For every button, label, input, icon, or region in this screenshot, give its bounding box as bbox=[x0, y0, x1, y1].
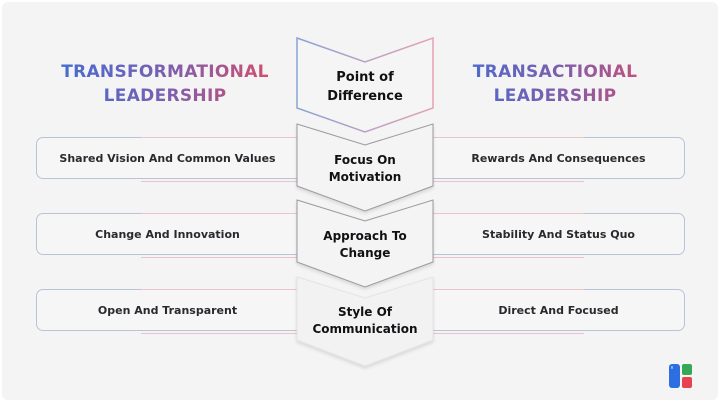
label-line: Focus On bbox=[334, 153, 396, 167]
item-label: Stability And Status Quo bbox=[482, 227, 635, 241]
approach-to-change-label: Approach To Change bbox=[297, 228, 433, 262]
chevron-point-of-difference bbox=[296, 36, 434, 133]
label-line: Change bbox=[339, 246, 391, 260]
item-label: Direct And Focused bbox=[498, 303, 619, 317]
transactional-item-1: Rewards And Consequences bbox=[433, 136, 685, 182]
label-line: Point of bbox=[336, 70, 394, 85]
label-line: Approach To bbox=[323, 229, 407, 243]
label-line: Difference bbox=[327, 89, 403, 104]
chevron-style-of-communication bbox=[296, 276, 434, 367]
transactional-item-2: Stability And Status Quo bbox=[433, 212, 685, 258]
item-label: Open And Transparent bbox=[97, 303, 238, 317]
brand-logo-icon bbox=[669, 364, 692, 388]
transactional-item-3: Direct And Focused bbox=[433, 288, 685, 334]
label-line: Motivation bbox=[328, 170, 402, 184]
item-label: Rewards And Consequences bbox=[471, 151, 646, 165]
style-of-communication-label: Style Of Communication bbox=[297, 304, 433, 338]
focus-on-motivation-label: Focus On Motivation bbox=[297, 152, 433, 186]
item-label: Change And Innovation bbox=[95, 227, 240, 241]
chevron-approach-to-change bbox=[296, 199, 434, 288]
label-line: Style Of bbox=[337, 305, 393, 319]
item-label: Shared Vision And Common Values bbox=[59, 151, 276, 165]
transformational-item-1: Shared Vision And Common Values bbox=[36, 136, 298, 182]
chevron-focus-on-motivation bbox=[296, 123, 434, 212]
label-line: Communication bbox=[312, 322, 418, 336]
point-of-difference-label: Point of Difference bbox=[297, 68, 433, 106]
